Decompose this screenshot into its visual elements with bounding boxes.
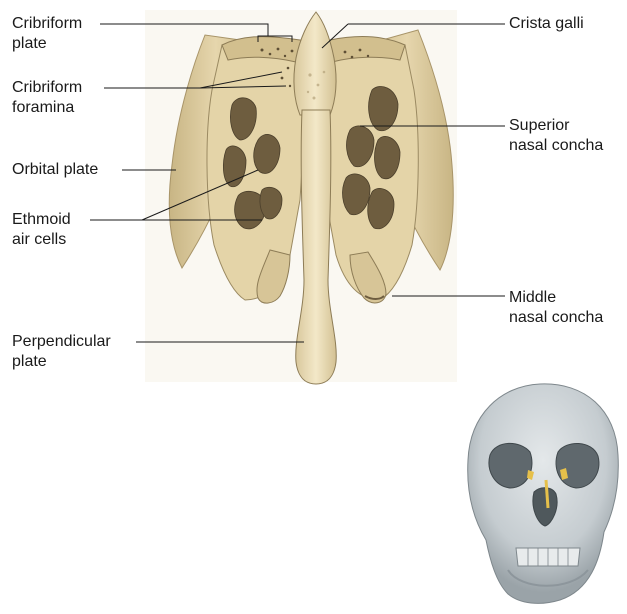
label-cribriform-foramina: Cribriform foramina [12,78,82,118]
label-ethmoid-air-cells: Ethmoid air cells [12,210,71,250]
label-crista-galli: Crista galli [509,14,584,34]
label-perpendicular-plate: Perpendicular plate [12,332,111,372]
ethmoid-bone [145,10,457,384]
label-superior-nasal-concha: Superior nasal concha [509,116,603,156]
label-middle-nasal-concha: Middle nasal concha [509,288,603,328]
label-cribriform-plate: Cribriform plate [12,14,82,54]
label-orbital-plate: Orbital plate [12,160,98,180]
skull-inset [468,384,619,603]
